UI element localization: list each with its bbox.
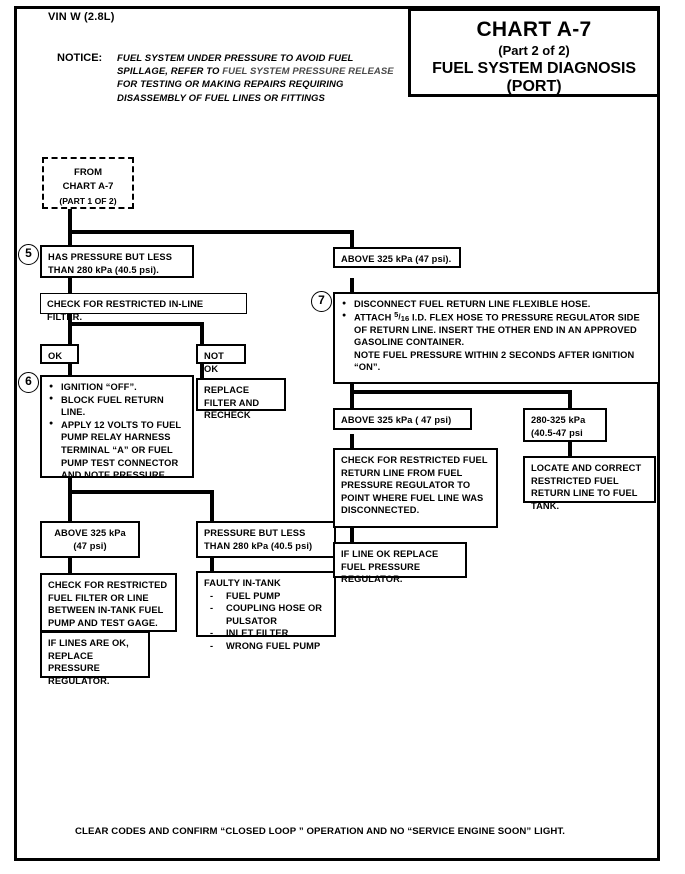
box-if-lines-ok: IF LINES ARE OK, REPLACE PRESSURE REGULA… <box>40 631 150 686</box>
connector-r1-step7 <box>350 278 354 296</box>
entry-line-1: FROM <box>74 167 102 178</box>
step7-attach-pre: ATTACH <box>354 312 392 323</box>
step7-bullet-list: DISCONNECT FUEL RETURN LINE FLEXIBLE HOS… <box>341 298 652 349</box>
box-above-325-left: ABOVE 325 kPa (47 psi) <box>40 521 140 558</box>
box-range-280-325: 280-325 kPa (40.5-47 psi <box>523 408 607 442</box>
step6-bullet-list: IGNITION “OFF”. BLOCK FUEL RETURN LINE. … <box>48 381 186 482</box>
box-step6-instructions: IGNITION “OFF”. BLOCK FUEL RETURN LINE. … <box>40 375 194 480</box>
notice-label: NOTICE: <box>57 52 103 64</box>
connector-checkreturn-ifline <box>350 528 354 544</box>
box-replace-filter-recheck: REPLACE FILTER AND RECHECK <box>196 378 286 420</box>
notice-text: FUEL SYSTEM UNDER PRESSURE TO AVOID FUEL… <box>117 52 407 105</box>
box-ok: OK <box>40 344 79 364</box>
fraction-five-sixteenths: 5/16 <box>394 309 410 323</box>
step7-bullet-2: ATTACH 5/16 I.D. FLEX HOSE TO PRESSURE R… <box>341 309 652 349</box>
faulty-title: FAULTY IN-TANK <box>204 578 281 588</box>
notice-line-2: SPILLAGE, REFER TO FUEL SYSTEM PRESSURE … <box>117 65 407 78</box>
connector-top-split <box>68 230 354 234</box>
connector-range-locate <box>568 442 572 458</box>
box-faulty-in-tank: FAULTY IN-TANK FUEL PUMP COUPLING HOSE O… <box>196 571 336 652</box>
connector-range-down <box>568 390 572 408</box>
box-check-restricted-filter-line: CHECK FOR RESTRICTED FUEL FILTER OR LINE… <box>40 573 177 632</box>
step7-bullet-1: DISCONNECT FUEL RETURN LINE FLEXIBLE HOS… <box>341 298 652 311</box>
footer-note: CLEAR CODES AND CONFIRM “CLOSED LOOP ” O… <box>75 826 566 837</box>
box-above-325-top: ABOVE 325 kPa (47 psi). <box>333 247 461 268</box>
step6-bullet-1: IGNITION “OFF”. <box>48 381 186 394</box>
chart-part: (Part 2 of 2) <box>498 43 570 58</box>
connector-right-down <box>350 230 354 254</box>
box-above-325-mid: ABOVE 325 kPa ( 47 psi) <box>333 408 472 430</box>
fraction-numerator: 5 <box>394 309 399 319</box>
chart-title-box: CHART A-7 (Part 2 of 2) FUEL SYSTEM DIAG… <box>408 8 660 97</box>
connector-above-checkreturn <box>350 434 354 450</box>
box-check-restricted-return-line: CHECK FOR RESTRICTED FUEL RETURN LINE FR… <box>333 448 498 528</box>
connector-notok-replace <box>200 364 204 378</box>
step6-bullet-3: APPLY 12 VOLTS TO FUEL PUMP RELAY HARNES… <box>48 418 186 482</box>
above-325-left-line2: (47 psi) <box>73 540 107 551</box>
connector-step7-down <box>350 384 354 420</box>
above-325-left-line1: ABOVE 325 kPa <box>54 528 126 538</box>
chart-number: CHART A-7 <box>476 18 592 41</box>
box-pressure-but-less: PRESSURE BUT LESS THAN 280 kPa (40.5 psi… <box>196 521 336 558</box>
box-not-ok: NOT OK <box>196 344 246 374</box>
notice-line-3: FOR TESTING OR MAKING REPAIRS REQUIRING <box>117 79 344 91</box>
faulty-item-3: WRONG FUEL PUMP <box>204 640 328 653</box>
step7-attach-post: I.D. FLEX HOSE TO PRESSURE REGULATOR SID… <box>354 312 640 348</box>
entry-line-2: CHART A-7 <box>62 181 114 192</box>
box-locate-correct: LOCATE AND CORRECT RESTRICTED FUEL RETUR… <box>523 456 656 511</box>
connector-pressure-faulty <box>210 558 214 572</box>
notice-line-4: DISASSEMBLY OF FUEL LINES OR FITTINGS <box>117 92 325 104</box>
vin-label: VIN W (2.8L) <box>48 11 115 23</box>
box-step7-instructions: DISCONNECT FUEL RETURN LINE FLEXIBLE HOS… <box>333 292 660 384</box>
step6-bullet-2: BLOCK FUEL RETURN LINE. <box>48 393 186 419</box>
entry-line-3: (PART 1 OF 2) <box>59 196 117 206</box>
connector-above-check <box>68 558 72 574</box>
connector-step6-down <box>68 478 72 522</box>
box-check-inline-filter: CHECK FOR RESTRICTED IN-LINE FILTER. <box>40 293 247 322</box>
connector-notok-down <box>200 322 204 344</box>
notice-line-2b: FUEL SYSTEM PRESSURE RELEASE <box>222 66 394 78</box>
range-line-2: (40.5-47 psi <box>531 427 583 438</box>
faulty-item-list: FUEL PUMP COUPLING HOSE OR PULSATOR INLE… <box>204 590 328 653</box>
range-line-1: 280-325 kPa <box>531 415 586 425</box>
notice-line-1: FUEL SYSTEM UNDER PRESSURE TO AVOID FUEL <box>117 53 354 64</box>
notice-line-2a: SPILLAGE, REFER TO <box>117 66 220 78</box>
connector-ok-step6 <box>68 364 72 378</box>
connector-step6-right-down <box>210 490 214 522</box>
connector-l1-l2 <box>68 278 72 298</box>
connector-ok-split <box>68 322 204 326</box>
step-marker-7: 7 <box>311 291 332 312</box>
faulty-item-1: COUPLING HOSE OR PULSATOR <box>204 602 328 627</box>
connector-step7-split <box>350 390 572 394</box>
chart-variant: (PORT) <box>506 78 562 95</box>
box-if-line-ok-replace: IF LINE OK REPLACE FUEL PRESSURE REGULAT… <box>333 542 467 584</box>
connector-step6-split <box>68 490 214 494</box>
entry-from-chart-box: FROM CHART A-7 (PART 1 OF 2) <box>42 157 134 209</box>
box-has-pressure-less: HAS PRESSURE BUT LESS THAN 280 kPa (40.5… <box>40 245 194 278</box>
faulty-item-0: FUEL PUMP <box>204 590 328 603</box>
fraction-denominator: 16 <box>400 313 410 323</box>
chart-name: FUEL SYSTEM DIAGNOSIS <box>432 60 636 77</box>
faulty-item-2: INLET FILTER <box>204 627 328 640</box>
connector-l2-ok <box>68 314 72 348</box>
step7-note-line: NOTE FUEL PRESSURE WITHIN 2 SECONDS AFTE… <box>354 349 635 373</box>
step-marker-5: 5 <box>18 244 39 265</box>
step-marker-6: 6 <box>18 372 39 393</box>
